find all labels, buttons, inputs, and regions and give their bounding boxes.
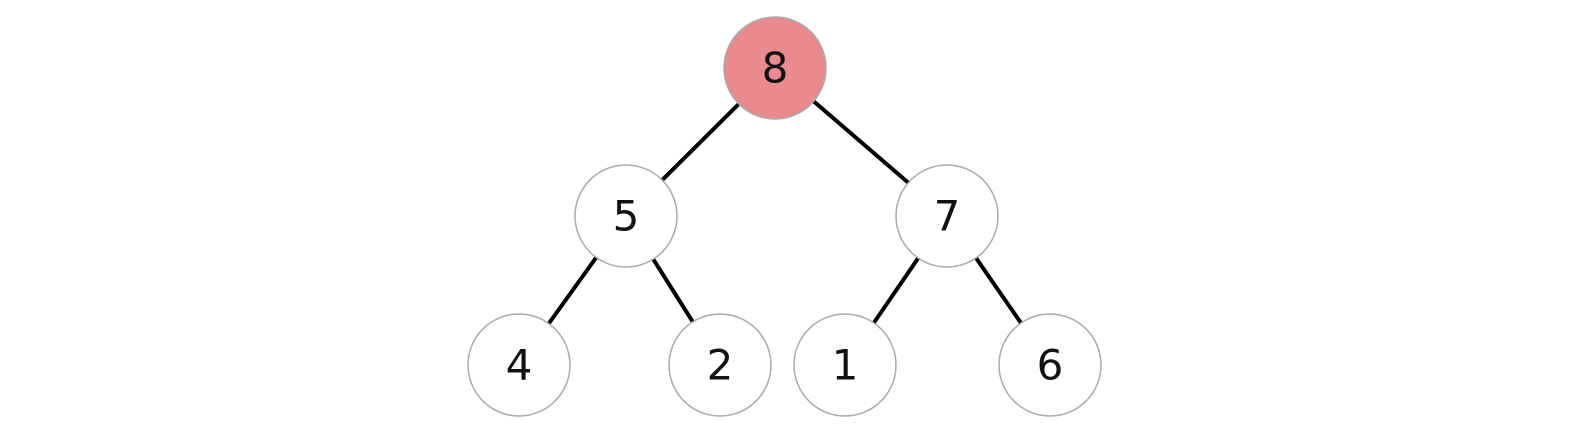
node-circle	[895, 164, 999, 268]
node-circle	[467, 313, 571, 417]
node-label: 5	[613, 192, 640, 241]
node-label: 6	[1037, 341, 1064, 390]
node-label: 8	[762, 44, 789, 93]
tree-node-7: 7	[895, 164, 999, 268]
node-circle	[998, 313, 1102, 417]
node-label: 2	[707, 341, 734, 390]
tree-node-2: 2	[668, 313, 772, 417]
tree-node-4: 4	[467, 313, 571, 417]
tree-node-6: 6	[998, 313, 1102, 417]
tree-node-1: 1	[793, 313, 897, 417]
node-label: 7	[934, 192, 961, 241]
node-circle	[668, 313, 772, 417]
node-label: 4	[506, 341, 533, 390]
node-circle-highlighted	[723, 16, 827, 120]
tree-node-5: 5	[574, 164, 678, 268]
node-circle	[793, 313, 897, 417]
tree-node-8: 8	[723, 16, 827, 120]
node-circle	[574, 164, 678, 268]
node-label: 1	[832, 341, 859, 390]
